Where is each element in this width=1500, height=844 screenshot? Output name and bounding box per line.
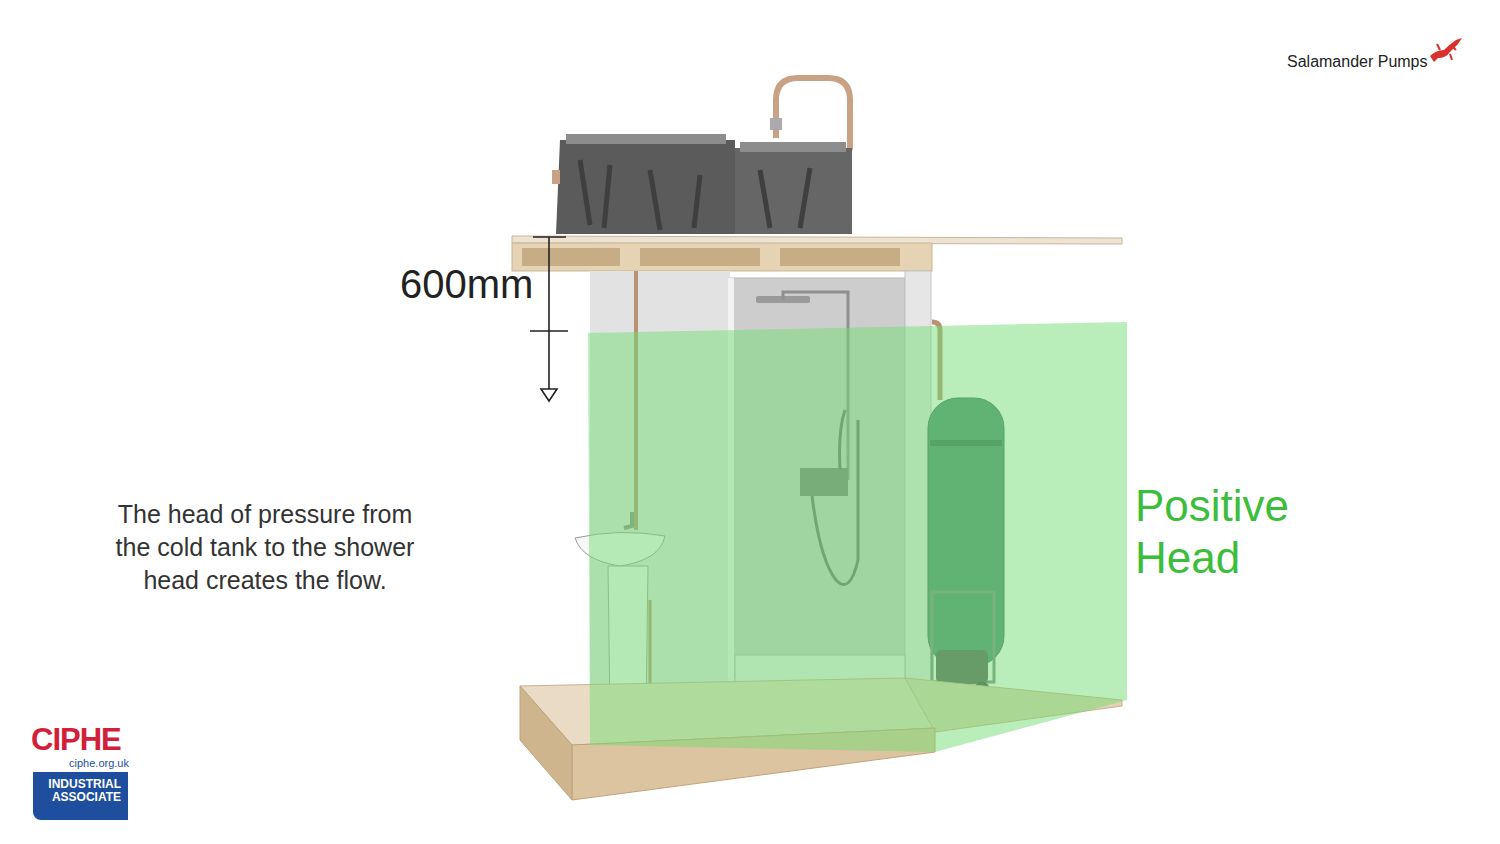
logo-url: ciphe.org.uk bbox=[40, 757, 129, 770]
associate-badge: INDUSTRIAL ASSOCIATE bbox=[33, 772, 128, 820]
logo-wordmark: CIPHE bbox=[31, 722, 141, 758]
tank-lid bbox=[566, 134, 726, 144]
dimension-tick bbox=[530, 330, 568, 332]
tank-connector bbox=[552, 170, 560, 184]
head-region: Positive Head bbox=[588, 322, 1318, 802]
brand-name: Salamander Pumps bbox=[1287, 52, 1447, 72]
platform-slot bbox=[780, 248, 900, 266]
dimension-tick bbox=[533, 236, 566, 238]
dimension-line bbox=[548, 237, 550, 390]
badge-text: INDUSTRIAL ASSOCIATE bbox=[37, 778, 121, 804]
platform-slot bbox=[640, 248, 760, 266]
supply-pipe bbox=[776, 78, 850, 150]
region-heading: Positive Head bbox=[1135, 480, 1305, 584]
dimension-label: 600mm bbox=[400, 262, 548, 306]
platform-front bbox=[512, 243, 932, 271]
tank-lid bbox=[740, 142, 846, 152]
positive-head-region bbox=[588, 322, 1133, 762]
floor-side bbox=[520, 686, 572, 800]
tank-shading bbox=[580, 160, 810, 230]
dimension-arrow bbox=[541, 389, 557, 401]
valve bbox=[770, 118, 782, 130]
salamander-icon bbox=[1430, 38, 1462, 62]
region-fill bbox=[588, 322, 1127, 752]
explanation-note: The head of pressure from the cold tank … bbox=[100, 498, 430, 597]
platform-slot bbox=[522, 248, 620, 266]
salamander-legs bbox=[1437, 44, 1456, 60]
cold-tank bbox=[735, 148, 852, 234]
